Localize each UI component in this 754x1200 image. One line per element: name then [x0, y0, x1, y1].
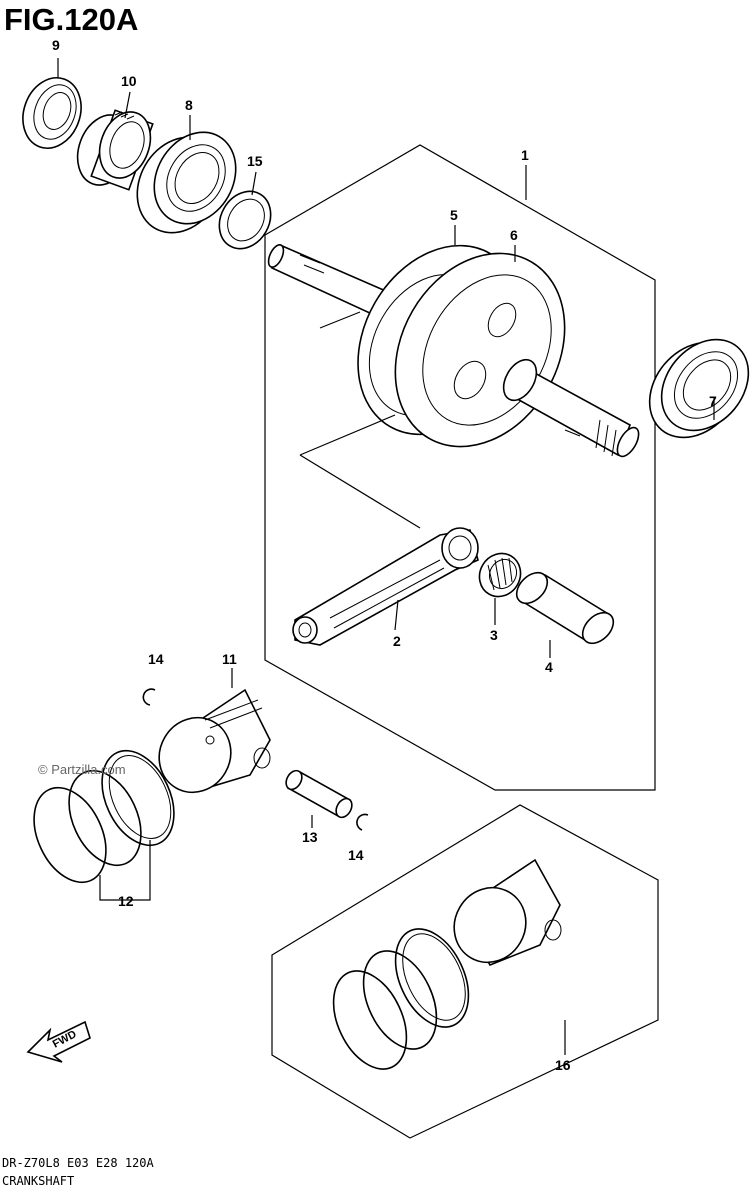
callout-7: 7: [709, 393, 717, 409]
oil-seal-9[interactable]: [13, 70, 90, 157]
callout-14-upper: 14: [148, 651, 164, 667]
leader-lines: [57, 58, 715, 1055]
callout-2: 2: [393, 633, 401, 649]
callout-14-lower: 14: [348, 847, 364, 863]
callout-1: 1: [521, 147, 529, 163]
crankshaft-1[interactable]: [265, 216, 642, 477]
bearing-7[interactable]: [631, 322, 754, 455]
leader-crank: [299, 414, 396, 456]
piston-set-16[interactable]: [319, 858, 562, 1081]
circlip-14a[interactable]: [142, 688, 156, 706]
model-code: DR-Z70L8 E03 E28 120A: [2, 1156, 154, 1170]
callout-4: 4: [545, 659, 553, 675]
figure-title: FIG.120A: [4, 2, 139, 37]
bearing-8[interactable]: [120, 117, 252, 248]
leader-crank-rod: [299, 454, 421, 529]
piston-11[interactable]: [146, 688, 271, 805]
piston-pin-13[interactable]: [283, 768, 355, 820]
callout-15: 15: [247, 153, 263, 169]
section-name: CRANKSHAFT: [2, 1174, 75, 1188]
crank-pin-4[interactable]: [511, 567, 619, 649]
piston-set-frame: [271, 804, 659, 1139]
callout-10: 10: [121, 73, 137, 89]
callout-11: 11: [222, 651, 237, 667]
watermark: © Partzilla.com: [38, 762, 126, 777]
callout-9: 9: [52, 37, 60, 53]
circlip-14b[interactable]: [356, 813, 369, 831]
crankshaft-assembly-frame: [264, 144, 656, 791]
callout-3: 3: [490, 627, 498, 643]
connecting-rod-2[interactable]: [292, 527, 479, 646]
callout-5: 5: [450, 207, 458, 223]
shim-15[interactable]: [209, 182, 281, 258]
fwd-arrow-icon: FWD: [26, 1020, 91, 1063]
callout-16: 16: [555, 1057, 571, 1073]
piston-rings-12[interactable]: [20, 739, 188, 894]
gear-10[interactable]: [68, 105, 159, 193]
callout-13: 13: [302, 829, 318, 845]
callout-8: 8: [185, 97, 193, 113]
needle-bearing-3[interactable]: [472, 546, 529, 604]
callout-12: 12: [118, 893, 134, 909]
leader-rings: [99, 840, 151, 901]
callout-6: 6: [510, 227, 518, 243]
